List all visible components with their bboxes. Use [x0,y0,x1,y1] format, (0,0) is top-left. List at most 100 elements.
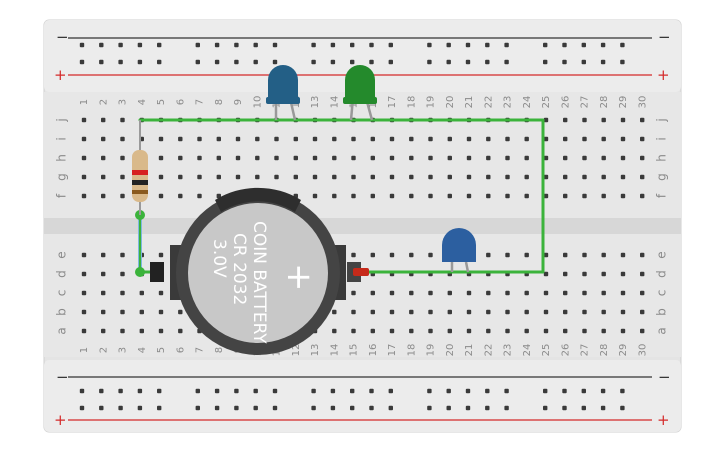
rail-hole-0-0-3[interactable] [137,42,143,48]
hole-h10[interactable] [255,155,260,161]
hole-e27[interactable] [582,252,587,258]
rail-hole-1-0-10[interactable] [311,388,316,394]
hole-h29[interactable] [620,155,626,161]
hole-b4[interactable] [139,309,144,315]
rail-hole-0-1-23[interactable] [600,59,606,65]
hole-e28[interactable] [601,252,606,258]
hole-h15[interactable] [351,155,356,161]
hole-f2[interactable] [101,193,106,199]
hole-h18[interactable] [409,155,414,161]
rail-hole-1-1-9[interactable] [272,405,278,411]
hole-f5[interactable] [158,193,164,199]
hole-f3[interactable] [120,193,125,199]
hole-g26[interactable] [563,174,568,180]
rail-hole-1-1-18[interactable] [485,405,490,411]
hole-i21[interactable] [466,136,472,142]
hole-a5[interactable] [158,328,164,334]
hole-i25[interactable] [543,136,549,142]
hole-e15[interactable] [351,252,356,258]
hole-j3[interactable] [120,117,125,123]
hole-b20[interactable] [447,309,452,315]
hole-i3[interactable] [120,136,125,142]
hole-g2[interactable] [101,174,106,180]
hole-c17[interactable] [389,290,395,296]
rail-hole-0-0-22[interactable] [581,42,586,48]
rail-hole-1-0-17[interactable] [465,388,471,394]
hole-c27[interactable] [582,290,587,296]
hole-b30[interactable] [640,309,645,315]
hole-a26[interactable] [563,328,568,334]
rail-hole-0-0-5[interactable] [195,42,200,48]
rail-hole-1-1-20[interactable] [543,405,548,411]
hole-i23[interactable] [505,136,510,142]
rail-hole-0-0-10[interactable] [311,42,316,48]
hole-c4[interactable] [139,290,144,296]
hole-h8[interactable] [216,155,221,161]
hole-h2[interactable] [101,155,106,161]
hole-f19[interactable] [428,193,433,199]
rail-hole-0-1-16[interactable] [446,59,451,65]
rail-hole-1-1-23[interactable] [600,405,606,411]
hole-e5[interactable] [158,252,164,258]
hole-d28[interactable] [601,271,606,277]
hole-g7[interactable] [197,174,202,180]
hole-d3[interactable] [120,271,125,277]
rail-hole-0-0-16[interactable] [446,42,451,48]
hole-h19[interactable] [428,155,433,161]
rail-hole-0-0-2[interactable] [118,42,123,48]
hole-i22[interactable] [486,136,491,142]
hole-h13[interactable] [312,155,318,161]
rail-hole-1-0-13[interactable] [369,388,374,394]
hole-g17[interactable] [389,174,395,180]
hole-h14[interactable] [332,155,337,161]
hole-b28[interactable] [601,309,606,315]
hole-b14[interactable] [332,309,337,315]
hole-b1[interactable] [81,309,87,315]
hole-g12[interactable] [293,174,298,180]
led-blue[interactable] [266,65,300,121]
hole-b21[interactable] [466,309,472,315]
hole-g19[interactable] [428,174,433,180]
hole-a17[interactable] [389,328,395,334]
hole-d25[interactable] [543,271,549,277]
hole-a19[interactable] [428,328,433,334]
hole-i10[interactable] [255,136,260,142]
hole-a20[interactable] [447,328,452,334]
hole-c1[interactable] [81,290,87,296]
hole-c2[interactable] [101,290,106,296]
hole-i2[interactable] [101,136,106,142]
rail-hole-1-0-4[interactable] [157,388,162,394]
rail-hole-0-1-7[interactable] [234,59,239,65]
rail-hole-0-1-21[interactable] [562,59,567,65]
rail-hole-0-0-17[interactable] [465,42,471,48]
rail-hole-0-0-7[interactable] [234,42,239,48]
rail-hole-0-1-17[interactable] [465,59,471,65]
rail-hole-1-0-23[interactable] [600,388,606,394]
rail-hole-1-1-14[interactable] [388,405,393,411]
hole-i30[interactable] [640,136,645,142]
rail-hole-0-1-12[interactable] [350,59,355,65]
hole-h7[interactable] [197,155,202,161]
hole-g21[interactable] [466,174,472,180]
hole-j2[interactable] [101,117,106,123]
rail-hole-0-1-19[interactable] [504,59,509,65]
rail-hole-0-0-23[interactable] [600,42,606,48]
hole-h5[interactable] [158,155,164,161]
hole-f29[interactable] [620,193,626,199]
hole-i20[interactable] [447,136,452,142]
hole-c28[interactable] [601,290,606,296]
rail-hole-0-1-3[interactable] [137,59,143,65]
hole-c3[interactable] [120,290,125,296]
rail-hole-1-0-0[interactable] [79,388,85,394]
rail-hole-0-1-2[interactable] [118,59,123,65]
rail-hole-0-0-0[interactable] [79,42,85,48]
hole-e30[interactable] [640,252,645,258]
hole-b22[interactable] [486,309,491,315]
rail-hole-0-1-18[interactable] [485,59,490,65]
rail-hole-0-0-9[interactable] [272,42,278,48]
hole-g23[interactable] [505,174,510,180]
hole-a29[interactable] [620,328,626,334]
rail-hole-1-0-6[interactable] [214,388,220,394]
hole-b19[interactable] [428,309,433,315]
hole-f1[interactable] [81,193,87,199]
